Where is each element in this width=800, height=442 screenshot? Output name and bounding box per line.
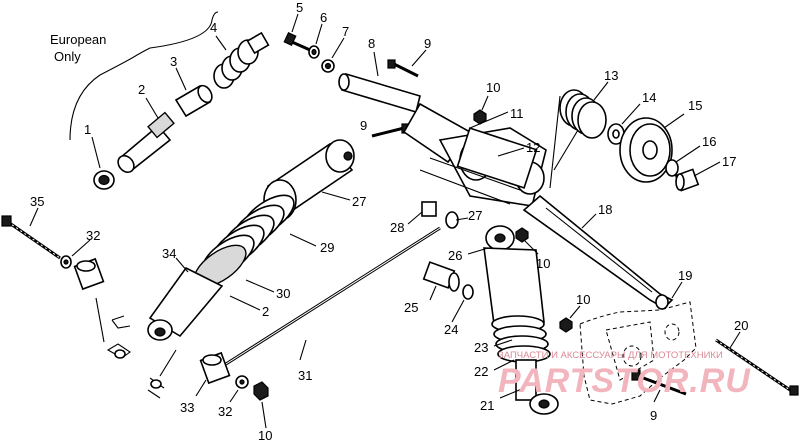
callout-31: 31	[298, 368, 312, 383]
callout-27-front: 27	[468, 208, 482, 223]
part-32-washer-left	[60, 255, 72, 269]
part-10-nut-top	[473, 109, 487, 125]
callout-9-mid: 9	[360, 118, 367, 133]
callout-14: 14	[642, 90, 656, 105]
callout-11: 11	[510, 106, 524, 121]
callout-20: 20	[734, 318, 748, 333]
callout-3: 3	[170, 54, 177, 69]
callout-33: 33	[180, 400, 194, 415]
european-bracket	[69, 11, 219, 141]
part-bushing-left	[73, 257, 105, 291]
callout-18: 18	[598, 202, 612, 217]
part-16-spacer	[665, 159, 679, 177]
part-9-bolt-bottom	[631, 369, 687, 396]
callout-16: 16	[702, 134, 716, 149]
part-24-washer	[462, 284, 474, 300]
part-5-bolt	[283, 31, 311, 52]
callout-26: 26	[448, 248, 462, 263]
part-32-washer-bottom	[235, 375, 249, 389]
part-31-rod	[225, 226, 441, 366]
part-33-bushing	[199, 351, 231, 385]
callout-32-bottom: 32	[218, 404, 232, 419]
callout-10-right: 10	[576, 292, 590, 307]
callout-8: 8	[368, 36, 375, 51]
part-8-axle	[338, 72, 421, 114]
callout-2: 2	[138, 82, 145, 97]
callout-25: 25	[404, 300, 418, 315]
part-7-nut	[321, 59, 335, 73]
part-28-bushing	[421, 201, 459, 229]
callout-23: 23	[474, 340, 488, 355]
callout-19: 19	[678, 268, 692, 283]
callout-1: 1	[84, 122, 91, 137]
callout-28: 28	[390, 220, 404, 235]
part-14-washer	[607, 123, 625, 145]
part-6-washer	[308, 45, 320, 59]
callout-24: 24	[444, 322, 458, 337]
part-9-bolt-top	[387, 59, 419, 78]
shock-absorber-front	[483, 225, 559, 415]
callout-10-bottom: 10	[258, 428, 272, 442]
callout-35: 35	[30, 194, 44, 209]
callout-17: 17	[722, 154, 736, 169]
part-18-rail-arm	[522, 194, 674, 310]
part-3-collar	[174, 84, 213, 118]
callout-30: 30	[276, 286, 290, 301]
callout-2-lower: 2	[262, 304, 269, 319]
part-15-idler-wheel	[619, 117, 673, 183]
part-2-shaft	[117, 111, 175, 174]
callout-15: 15	[688, 98, 702, 113]
callout-29: 29	[320, 240, 334, 255]
part-17-bushing	[674, 168, 700, 192]
part-20-long-bolt	[715, 338, 799, 396]
watermark-subtitle: ЗАПЧАСТИ И АКСЕССУАРЫ ДЛЯ МОТОТЕХНИКИ	[498, 350, 723, 361]
part-35-long-bolt	[1, 215, 61, 260]
callout-6: 6	[320, 10, 327, 25]
part-1-bushing	[93, 170, 115, 190]
part-4-spring	[213, 31, 270, 89]
callout-5: 5	[296, 0, 303, 15]
callout-9-top: 9	[424, 36, 431, 51]
callout-7: 7	[342, 24, 349, 39]
part-10-nut-bottom	[253, 381, 269, 401]
callout-22: 22	[474, 364, 488, 379]
front-arm-assembly	[402, 102, 547, 207]
callout-13: 13	[604, 68, 618, 83]
part-10-nut-shock	[515, 227, 529, 243]
watermark-brand: PARTSTOR.RU	[498, 362, 751, 400]
european-only-note-2: Only	[54, 49, 81, 64]
shock-absorber-rear	[147, 139, 355, 341]
callout-9-bottom: 9	[650, 408, 657, 423]
european-only-note: European	[50, 32, 106, 47]
part-13-torsion-spring	[549, 89, 607, 189]
rail-bracket-outline	[579, 301, 697, 405]
callout-10-top: 10	[486, 80, 500, 95]
callout-27-rear: 27	[352, 194, 366, 209]
callout-4: 4	[210, 20, 217, 35]
callout-32-left: 32	[86, 228, 100, 243]
callout-12: 12	[526, 140, 540, 155]
callout-21: 21	[480, 398, 494, 413]
part-25-bushing	[422, 261, 460, 292]
callout-34: 34	[162, 246, 176, 261]
part-10-nut-right	[559, 317, 573, 333]
callout-10-shock: 10	[536, 256, 550, 271]
